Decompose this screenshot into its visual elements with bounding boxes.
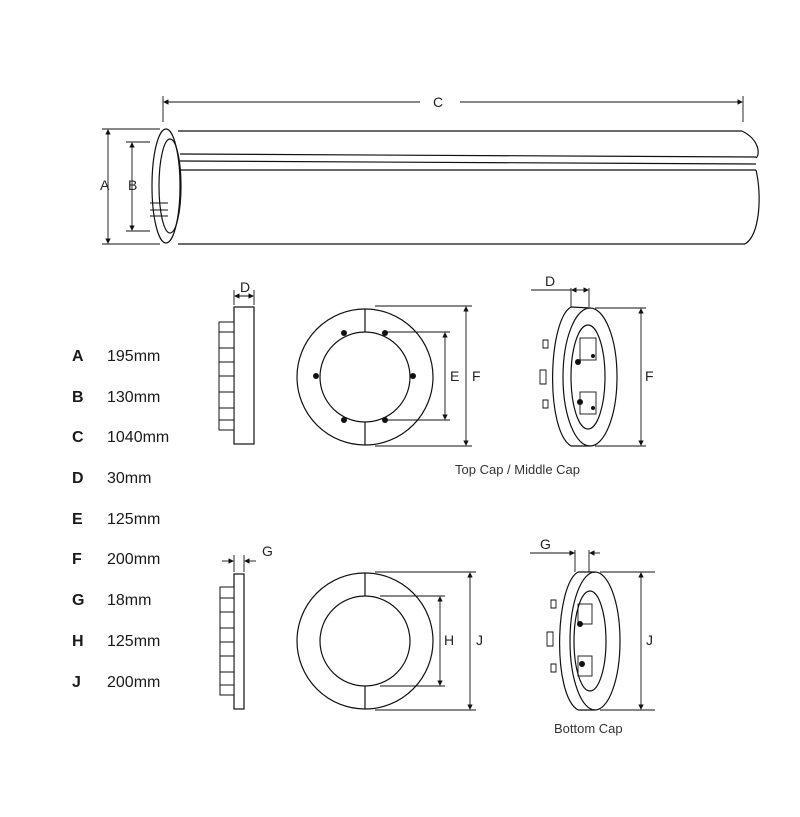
spec-key: J: [72, 673, 81, 691]
label-a: A: [100, 177, 110, 193]
bottom-cap-perspective-view: G J Bottom Cap: [530, 536, 655, 736]
spec-row-c: C 1040mm: [72, 429, 169, 470]
spec-value: 195mm: [107, 348, 161, 365]
spec-key: G: [72, 592, 85, 610]
bottom-cap-front-view: H J: [296, 571, 483, 711]
spec-row-f: F 200mm: [72, 551, 169, 592]
spec-key: E: [72, 510, 83, 528]
spec-row-a: A 195mm: [72, 348, 169, 389]
spec-value: 1040mm: [107, 429, 170, 447]
spec-row-g: G 18mm: [72, 592, 169, 633]
label-j-perspective: J: [646, 632, 653, 648]
label-g: G: [262, 543, 273, 559]
label-d: D: [240, 279, 250, 295]
top-cap-perspective-view: D F Top Cap / Middle Cap: [455, 273, 654, 477]
spec-value: 125mm: [107, 510, 161, 528]
label-f: F: [472, 368, 481, 384]
spec-row-j: J 200mm: [72, 674, 169, 715]
label-g-perspective: G: [540, 536, 551, 552]
spec-row-e: E 125mm: [72, 511, 169, 552]
spec-key: H: [72, 632, 84, 650]
tube-drawing: C A B: [100, 94, 760, 245]
spec-value: 18mm: [107, 592, 152, 610]
label-f-perspective: F: [645, 368, 654, 384]
spec-value: 125mm: [107, 632, 161, 650]
top-cap-side-view: D: [218, 279, 255, 445]
spec-key: F: [72, 551, 82, 569]
label-e: E: [450, 368, 459, 384]
caption-top-cap: Top Cap / Middle Cap: [455, 462, 580, 477]
spec-value: 130mm: [107, 388, 161, 406]
label-h: H: [444, 632, 454, 648]
spec-key: C: [72, 429, 84, 447]
spec-value: 200mm: [107, 551, 161, 569]
label-c: C: [433, 94, 443, 110]
top-cap-front-view: E F: [296, 305, 481, 447]
dimension-spec-list: A 195mm B 130mm C 1040mm D 30mm E 125mm F 200m…: [72, 348, 169, 714]
spec-key: B: [72, 388, 84, 406]
spec-key: D: [72, 470, 84, 488]
label-j: J: [476, 632, 483, 648]
caption-bottom-cap: Bottom Cap: [554, 721, 623, 736]
spec-row-h: H 125mm: [72, 633, 169, 674]
label-b: B: [128, 177, 137, 193]
spec-row-b: B 130mm: [72, 389, 169, 430]
label-d-perspective: D: [545, 273, 555, 289]
spec-value: 200mm: [107, 673, 161, 691]
spec-row-d: D 30mm: [72, 470, 169, 511]
spec-value: 30mm: [107, 470, 152, 488]
spec-key: A: [72, 348, 84, 365]
bottom-cap-side-view: G: [219, 543, 273, 710]
